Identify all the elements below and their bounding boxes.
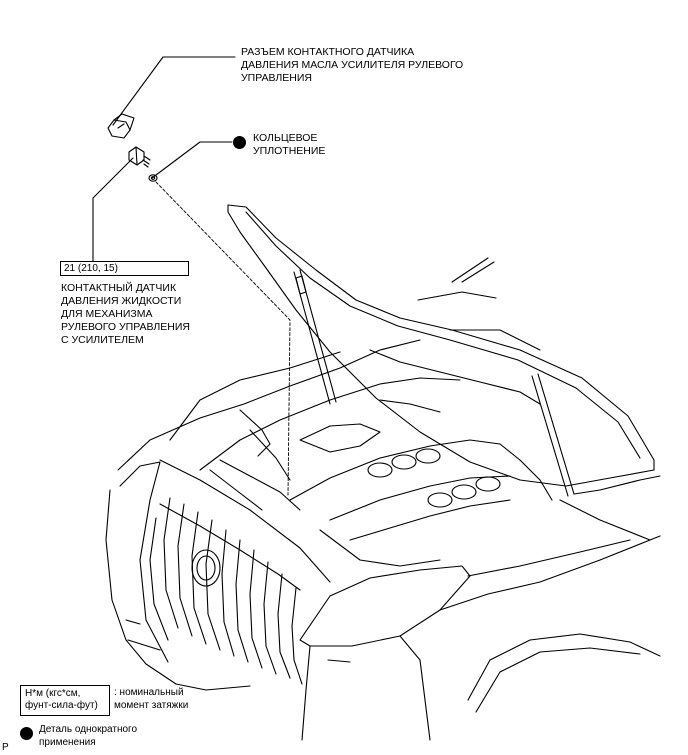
corner-mark: P (2, 742, 9, 753)
sensor-label: КОНТАКТНЫЙ ДАТЧИК ДАВЛЕНИЯ ЖИДКОСТИ ДЛЯ … (61, 282, 191, 346)
front-grille (149, 497, 303, 685)
open-hood (227, 204, 655, 487)
pressure-switch-icon (128, 146, 151, 168)
non-reusable-part-icon (233, 136, 246, 149)
torque-spec-box: 21 (210, 15) (60, 261, 189, 276)
legend-non-reusable-description: Деталь однократного применения (39, 724, 138, 748)
legend-non-reusable-icon (20, 727, 33, 740)
installation-path-dashed (155, 181, 291, 496)
o-ring-label: КОЛЬЦЕВОЕ УПЛОТНЕНИЕ (253, 132, 326, 157)
o-ring-icon (148, 174, 158, 182)
legend-torque-units-box: Н*м (кгс*см, фунт-сила-фут) (20, 685, 110, 716)
sensor-connector-icon (107, 113, 135, 139)
connector-label: РАЗЪЕМ КОНТАКТНОГО ДАТЧИКА ДАВЛЕНИЯ МАСЛ… (241, 46, 464, 84)
leader-lines (92, 56, 291, 496)
hood-struts (293, 269, 575, 497)
engine (169, 349, 553, 567)
legend-torque-description: : номинальный момент затяжки (114, 687, 189, 711)
vehicle-body (105, 339, 661, 741)
